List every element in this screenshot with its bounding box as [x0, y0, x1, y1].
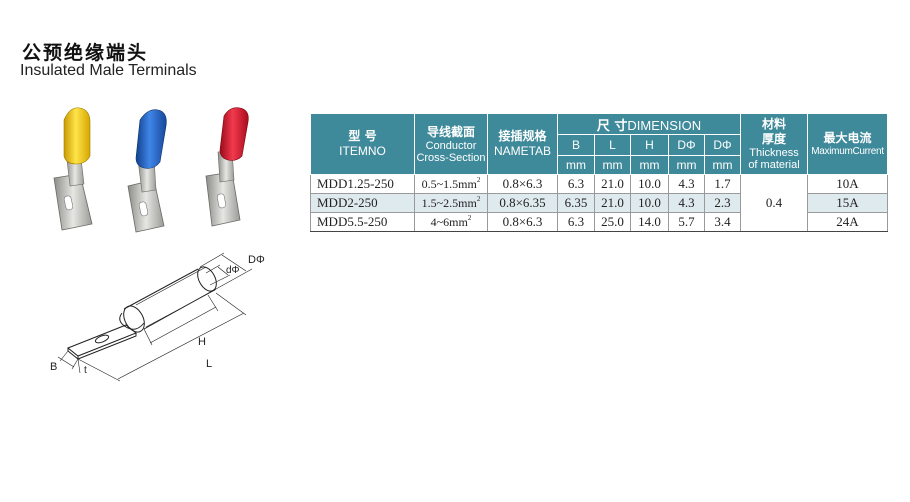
cell-H: 10.0 [630, 193, 669, 213]
header-dim-H: H [630, 134, 669, 156]
cell-nametab: 0.8×6.3 [487, 212, 558, 232]
table-row: MDD5.5-250 4~6mm2 0.8×6.3 6.3 25.0 14.0 … [310, 212, 888, 232]
header-model: 型 号 ITEMNO [310, 113, 415, 175]
blue-terminal [127, 109, 167, 233]
cell-current: 10A [807, 174, 888, 194]
label-D: DΦ [248, 254, 265, 266]
label-H: H [198, 336, 206, 348]
unit-L: mm [594, 155, 631, 175]
label-B: B [50, 361, 57, 373]
table-row: MDD1.25-250 0.5~1.5mm2 0.8×6.3 6.3 21.0 … [310, 174, 888, 232]
table-row: MDD2-250 1.5~2.5mm2 0.8×6.35 6.35 21.0 1… [310, 193, 888, 213]
cell-D1: 4.3 [668, 193, 705, 213]
cell-model: MDD2-250 [310, 193, 415, 213]
cell-D2: 2.3 [704, 193, 741, 213]
cell-H: 10.0 [630, 174, 669, 194]
header-dim-B: B [557, 134, 595, 156]
dimension-drawing: DΦ dΦ H L B t [50, 252, 265, 382]
label-t: t [84, 365, 87, 376]
cell-B: 6.35 [557, 193, 595, 213]
cell-thickness: 0.4 [740, 174, 808, 232]
cell-model: MDD1.25-250 [310, 174, 415, 194]
unit-D2: mm [704, 155, 741, 175]
cell-cross-section: 1.5~2.5mm2 [414, 193, 488, 213]
unit-B: mm [557, 155, 595, 175]
cell-L: 21.0 [594, 193, 631, 213]
unit-H: mm [630, 155, 669, 175]
header-dimension: 尺 寸DIMENSION [557, 113, 741, 135]
cell-model: MDD5.5-250 [310, 212, 415, 232]
cell-L: 25.0 [594, 212, 631, 232]
header-nametab: 接插规格 NAMETAB [487, 113, 558, 175]
cell-L: 21.0 [594, 174, 631, 194]
cell-D1: 5.7 [668, 212, 705, 232]
header-max-current: 最大电流 MaximumCurrent [807, 113, 888, 175]
cell-current: 15A [807, 193, 888, 213]
cell-B: 6.3 [557, 212, 595, 232]
cell-D1: 4.3 [668, 174, 705, 194]
header-cross-section: 导线截面 Conductor Cross-Section [414, 113, 488, 175]
cell-B: 6.3 [557, 174, 595, 194]
cell-current: 24A [807, 212, 888, 232]
label-L: L [206, 358, 212, 370]
header-thickness: 材料 厚度 Thickness of material [740, 113, 808, 175]
cell-cross-section: 4~6mm2 [414, 212, 488, 232]
header-dim-D2: DΦ [704, 134, 741, 156]
terminals-photo [53, 107, 249, 233]
title-chinese: 公预绝缘端头 [22, 42, 149, 64]
title-english: Insulated Male Terminals [20, 62, 197, 79]
unit-D1: mm [668, 155, 705, 175]
cell-H: 14.0 [630, 212, 669, 232]
cell-cross-section: 0.5~1.5mm2 [414, 174, 488, 194]
label-d: dΦ [226, 265, 240, 276]
header-dim-D1: DΦ [668, 134, 705, 156]
cell-nametab: 0.8×6.3 [487, 174, 558, 194]
spec-table: 型 号 ITEMNO 导线截面 Conductor Cross-Section … [310, 113, 888, 232]
cell-D2: 1.7 [704, 174, 741, 194]
cell-D2: 3.4 [704, 212, 741, 232]
red-terminal [205, 107, 249, 227]
cell-nametab: 0.8×6.35 [487, 193, 558, 213]
header-dim-L: L [594, 134, 631, 156]
yellow-terminal [53, 107, 93, 231]
